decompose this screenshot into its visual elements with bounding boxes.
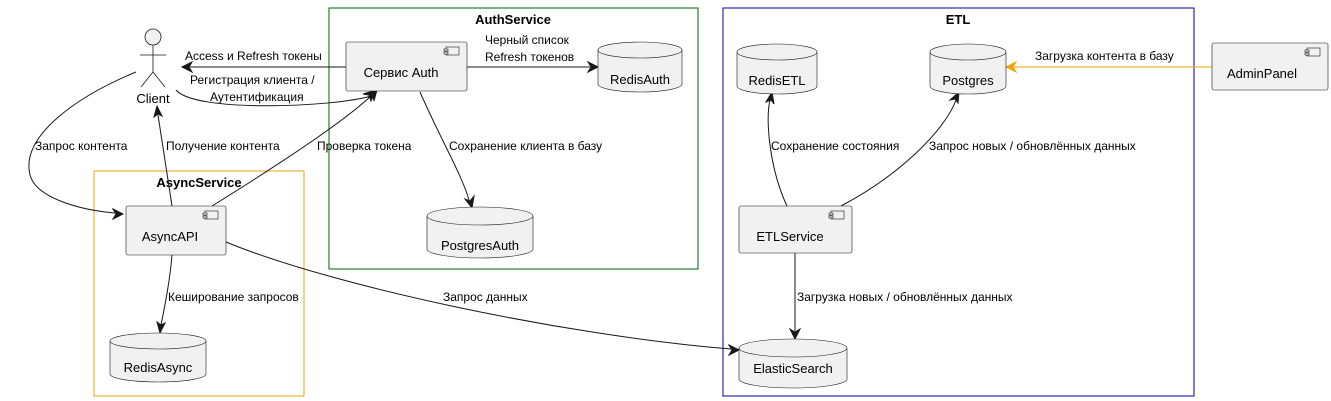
edge-query-new: Запрос новых / обновлённых данных	[840, 90, 1136, 207]
component-icon	[1304, 47, 1321, 57]
edge-content-request: Запрос контента	[28, 71, 137, 221]
database-postgres[interactable]: Postgres	[929, 43, 1007, 95]
group-auth-service: AuthService	[328, 7, 699, 270]
component-async-api-label: AsyncAPI	[142, 229, 198, 244]
edge-tokens-label: Access и Refresh токены	[185, 49, 322, 63]
edge-register-label-1: Регистрация клиента /	[190, 73, 315, 87]
database-redis-etl-label: RedisETL	[748, 73, 805, 88]
edge-blacklist-label-1: Черный список	[485, 33, 570, 47]
edge-load-content: Загрузка контента в базу	[1004, 49, 1212, 74]
database-redis-async[interactable]: RedisAsync	[109, 332, 207, 383]
database-redis-etl[interactable]: RedisETL	[736, 43, 818, 95]
database-postgres-auth[interactable]: PostgresAuth	[426, 206, 534, 259]
database-redis-auth[interactable]: RedisAuth	[597, 41, 683, 93]
edge-save-client-label: Сохранение клиента в базу	[449, 139, 602, 153]
edge-blacklist-label-2: Refresh токенов	[485, 50, 574, 64]
component-etl-service-label: ETLService	[756, 229, 823, 244]
component-async-api[interactable]: AsyncAPI	[125, 205, 227, 256]
component-icon	[443, 46, 460, 56]
component-icon	[828, 210, 845, 220]
actor-client-label: Client	[136, 91, 170, 106]
edge-content-request-label: Запрос контента	[35, 139, 128, 153]
group-etl-title: ETL	[946, 12, 971, 27]
edge-load-content-label: Загрузка контента в базу	[1035, 49, 1174, 63]
database-elasticsearch-label: ElasticSearch	[753, 361, 832, 376]
group-async-title: AsyncService	[156, 175, 241, 190]
edge-cache-label: Кеширование запросов	[168, 290, 299, 304]
component-auth-service-label: Сервис Auth	[364, 65, 439, 80]
database-elasticsearch[interactable]: ElasticSearch	[738, 338, 848, 389]
edge-data-request-label: Запрос данных	[443, 290, 528, 304]
edge-query-new-label: Запрос новых / обновлённых данных	[929, 139, 1136, 153]
edge-save-state-label: Сохранение состояния	[771, 139, 899, 153]
actor-client[interactable]: Client	[136, 28, 170, 106]
edge-load-new-label: Загрузка новых / обновлённых данных	[797, 290, 1013, 304]
group-etl: ETL	[722, 7, 1195, 397]
group-async-service: AsyncService	[93, 170, 305, 397]
edge-tokens: Access и Refresh токены	[180, 49, 346, 74]
edge-get-content: Получение контента	[153, 104, 280, 207]
database-postgres-label: Postgres	[942, 73, 994, 88]
database-postgres-auth-label: PostgresAuth	[441, 238, 519, 253]
edge-register-label-2: Аутентификация	[210, 90, 304, 104]
database-redis-async-label: RedisAsync	[124, 360, 193, 375]
group-auth-title: AuthService	[475, 12, 551, 27]
edge-data-request: Запрос данных	[225, 241, 741, 357]
edge-check-token: Проверка токена	[211, 88, 412, 207]
edge-load-new: Загрузка новых / обновлённых данных	[788, 253, 1013, 341]
component-icon	[202, 210, 219, 220]
actor-stick-figure-icon	[140, 28, 166, 88]
edge-get-content-label: Получение контента	[166, 139, 280, 153]
component-auth-service[interactable]: Сервис Auth	[345, 41, 468, 92]
edge-save-client: Сохранение клиента в базу	[419, 91, 602, 210]
component-admin-panel[interactable]: AdminPanel	[1211, 42, 1329, 91]
edge-check-token-label: Проверка токена	[317, 139, 412, 153]
edge-save-state: Сохранение состояния	[764, 90, 899, 207]
database-redis-auth-label: RedisAuth	[610, 72, 670, 87]
edge-cache: Кеширование запросов	[156, 254, 299, 335]
component-etl-service[interactable]: ETLService	[738, 205, 853, 254]
component-admin-panel-label: AdminPanel	[1227, 66, 1297, 81]
edge-blacklist: Черный список Refresh токенов	[467, 33, 600, 74]
